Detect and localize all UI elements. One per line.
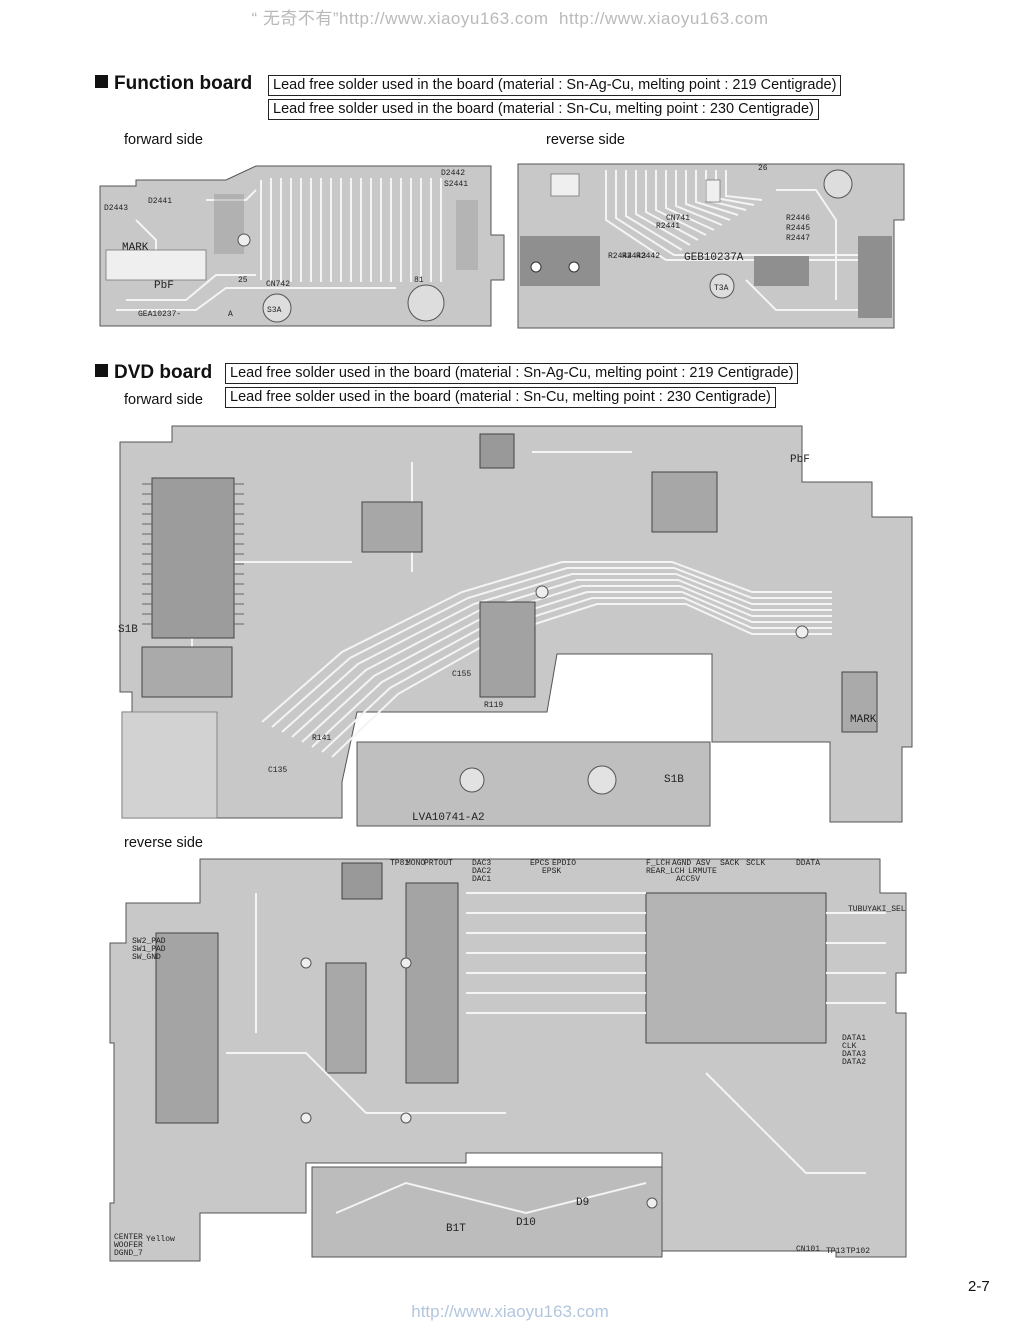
dvd-reverse-label: reverse side xyxy=(124,835,203,851)
dvd-reverse-marking: AGND xyxy=(672,859,691,868)
function-reverse-marking: T3A xyxy=(714,284,729,293)
dvd-reverse-marking: SW1_PAD xyxy=(132,945,166,954)
dvd-reverse-marking: DAC2 xyxy=(472,867,491,876)
dvd-forward-marking: S1B xyxy=(664,774,684,786)
dvd-forward-marking: S1B xyxy=(118,624,138,636)
function-board-solder-note-1: Lead free solder used in the board (mate… xyxy=(268,75,842,96)
dvd-reverse-marking: D10 xyxy=(516,1217,536,1229)
function-forward-marking: S3A xyxy=(267,306,282,315)
function-reverse-marking: CN741 xyxy=(666,214,690,223)
dvd-reverse-marking: DATA2 xyxy=(842,1058,866,1067)
function-reverse-label: reverse side xyxy=(546,132,625,148)
dvd-reverse-marking: CENTER xyxy=(114,1233,143,1242)
dvd-forward-marking: R141 xyxy=(312,734,331,743)
dvd-board-reverse-image: TP81 MONO PRTOUT DAC3 DAC2 DAC1 EPCS EPD… xyxy=(109,858,907,1262)
function-forward-marking: GEA10237- xyxy=(138,310,181,319)
function-reverse-marking: GEB10237A xyxy=(684,252,744,264)
function-forward-label: forward side xyxy=(124,132,203,148)
dvd-reverse-marking: DATA1 xyxy=(842,1034,866,1043)
dvd-forward-marking: C135 xyxy=(268,766,287,775)
dvd-reverse-marking: ACC5V xyxy=(676,875,700,884)
dvd-reverse-marking: EPDIO xyxy=(552,859,576,868)
function-board-solder-note-2: Lead free solder used in the board (mate… xyxy=(268,99,819,120)
function-board-reverse-image: 26 CN741 R2441 R2444 R2443 R2442 R2446 R… xyxy=(517,163,905,329)
dvd-reverse-marking: DDATA xyxy=(796,859,820,868)
dvd-reverse-marking: SACK xyxy=(720,859,739,868)
dvd-reverse-marking: DATA3 xyxy=(842,1050,866,1059)
function-forward-marking: CN742 xyxy=(266,280,290,289)
function-reverse-marking: 26 xyxy=(758,164,768,173)
dvd-reverse-marking: WOOFER xyxy=(114,1241,143,1250)
dvd-forward-marking: MARK xyxy=(850,714,877,726)
dvd-reverse-marking: CN101 xyxy=(796,1245,820,1254)
bottom-watermark: http://www.xiaoyu163.com xyxy=(411,1302,609,1321)
function-reverse-marking: R2442 xyxy=(636,252,660,261)
function-reverse-marking: R2446 xyxy=(786,214,810,223)
dvd-reverse-marking: SW2_PAD xyxy=(132,937,166,946)
dvd-reverse-marking: TP102 xyxy=(846,1247,870,1256)
function-forward-marking: D2442 xyxy=(441,169,465,178)
dvd-reverse-marking: Yellow xyxy=(146,1235,175,1244)
bullet-square-icon xyxy=(95,75,108,88)
function-reverse-marking: R2443 xyxy=(622,252,646,261)
dvd-reverse-marking: DAC1 xyxy=(472,875,491,884)
dvd-forward-marking: R119 xyxy=(484,701,503,710)
dvd-forward-marking: C155 xyxy=(452,670,471,679)
function-forward-marking: A xyxy=(228,310,233,319)
dvd-reverse-marking: LRMUTE xyxy=(688,867,717,876)
dvd-reverse-marking: D9 xyxy=(576,1197,589,1209)
function-board-forward-image: D2443 D2441 D2442 S2441 MARK PbF CN742 2… xyxy=(99,165,505,327)
bullet-square-icon xyxy=(95,364,108,377)
function-forward-marking: PbF xyxy=(154,280,174,292)
dvd-reverse-marking: CLK xyxy=(842,1042,857,1051)
function-forward-marking: S2441 xyxy=(444,180,468,189)
dvd-reverse-marking: DGND_7 xyxy=(114,1249,143,1258)
dvd-reverse-marking: SCLK xyxy=(746,859,765,868)
function-reverse-marking: R2444 xyxy=(608,252,632,261)
function-forward-marking: MARK xyxy=(122,242,149,254)
dvd-board-solder-note-2: Lead free solder used in the board (mate… xyxy=(225,387,776,408)
dvd-reverse-marking: EPSK xyxy=(542,867,561,876)
dvd-board-title: DVD board xyxy=(95,362,212,384)
dvd-forward-marking: LVA10741-A2 xyxy=(412,812,485,824)
dvd-reverse-marking: PRTOUT xyxy=(424,859,453,868)
dvd-reverse-marking: EPCS xyxy=(530,859,549,868)
dvd-reverse-marking: DAC3 xyxy=(472,859,491,868)
dvd-reverse-marking: MONO xyxy=(406,859,425,868)
dvd-reverse-marking: TP13 xyxy=(826,1247,845,1256)
function-board-title: Function board xyxy=(95,73,252,95)
top-watermark: “ 无奇不有”http://www.xiaoyu163.com http://w… xyxy=(251,9,769,28)
function-reverse-marking: R2447 xyxy=(786,234,810,243)
dvd-reverse-marking: F_LCH xyxy=(646,859,670,868)
function-reverse-marking: R2445 xyxy=(786,224,810,233)
page-number: 2-7 xyxy=(968,1278,990,1295)
dvd-reverse-marking: TP81 xyxy=(390,859,409,868)
dvd-board-solder-note-1: Lead free solder used in the board (mate… xyxy=(225,363,799,384)
function-reverse-marking: R2441 xyxy=(656,222,680,231)
dvd-board-forward-image: PbF S1B LVA10741-A2 MARK S1B R119 C155 R… xyxy=(118,425,913,827)
function-forward-marking: D2441 xyxy=(148,197,172,206)
function-forward-marking: 25 xyxy=(238,276,248,285)
dvd-forward-label: forward side xyxy=(124,392,203,408)
function-forward-marking: D2443 xyxy=(104,204,128,213)
dvd-reverse-marking: B1T xyxy=(446,1223,466,1235)
dvd-reverse-marking: TUBUYAKI_SEL xyxy=(848,905,906,914)
dvd-reverse-marking: SW_GND xyxy=(132,953,161,962)
dvd-reverse-marking: ASV xyxy=(696,859,711,868)
dvd-forward-marking: PbF xyxy=(790,454,810,466)
dvd-reverse-marking: REAR_LCH xyxy=(646,867,685,876)
function-forward-marking: 81 xyxy=(414,276,424,285)
